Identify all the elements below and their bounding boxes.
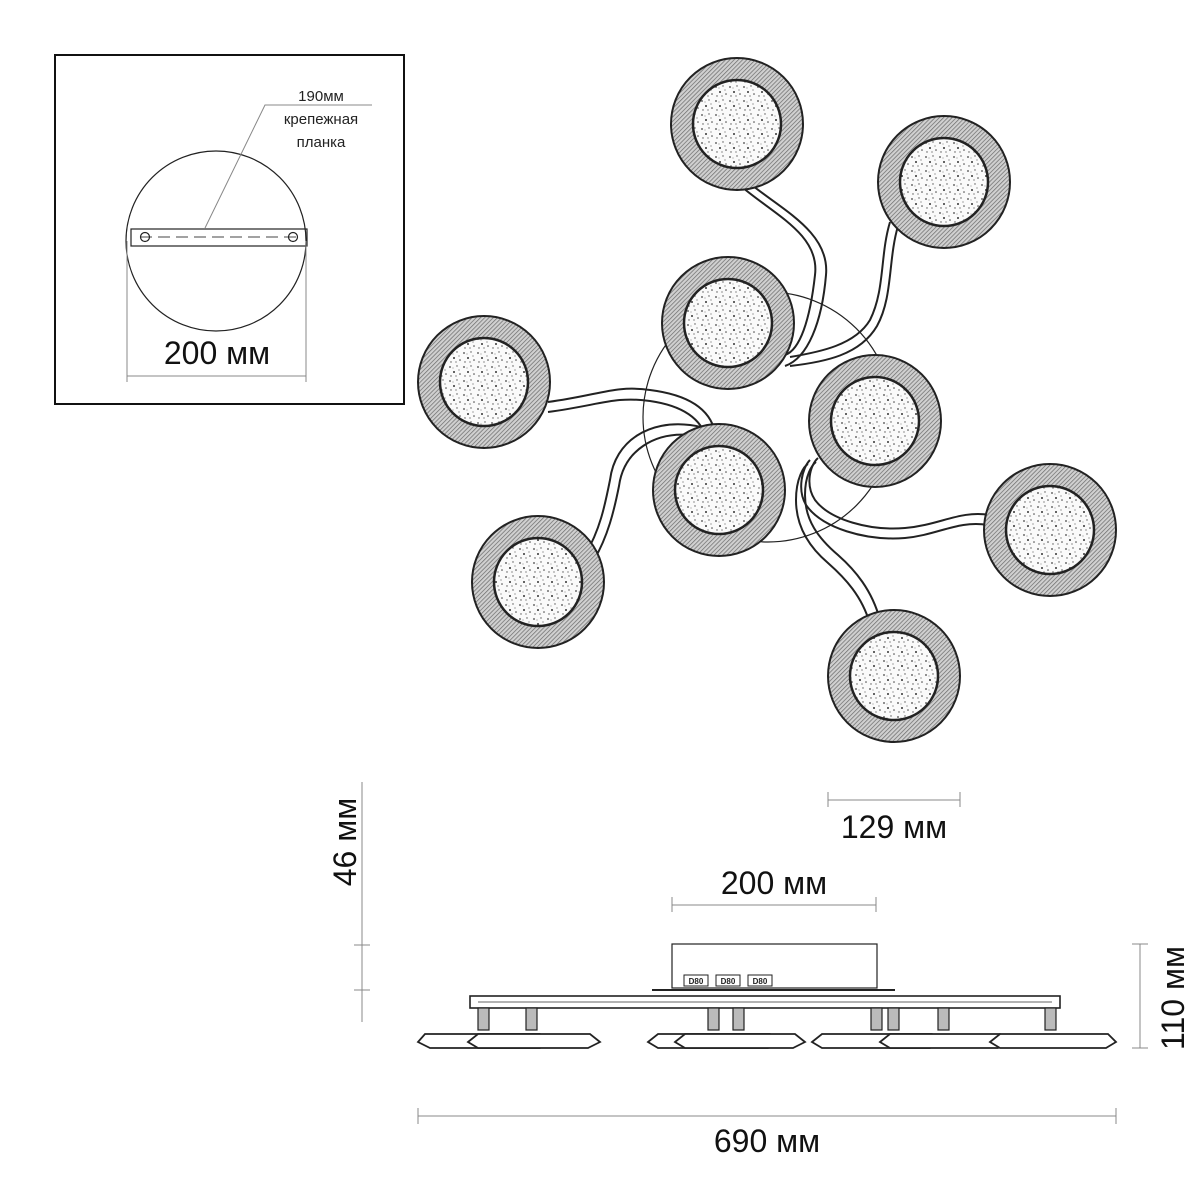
shade-5	[808, 354, 942, 488]
driver-mark-3: D80	[753, 977, 768, 986]
canopy-circle	[125, 150, 307, 332]
plate-leader-line	[204, 104, 372, 229]
shade-2	[877, 115, 1011, 249]
shade-4	[417, 315, 551, 449]
base-width-label: 200 мм	[721, 865, 827, 901]
shade-8	[983, 463, 1117, 597]
shade-7	[471, 515, 605, 649]
shade-diameter-label: 129 мм	[841, 809, 947, 845]
arms	[547, 181, 991, 625]
plate-label-size: 190мм	[298, 88, 344, 105]
plate-label-word2: планка	[297, 134, 346, 151]
shade-6	[652, 423, 786, 557]
stems	[477, 1007, 1057, 1031]
height-total-label: 110 мм	[1155, 946, 1191, 1050]
side-discs	[416, 1033, 1118, 1049]
driver-markings: D80 D80 D80	[683, 974, 773, 987]
mounting-inset: 190мм крепежная планка 200 мм	[54, 54, 405, 405]
plate-screw-hole-right	[287, 231, 299, 243]
driver-mark-2: D80	[721, 977, 736, 986]
top-view: 129 мм	[417, 57, 1117, 845]
plate-screw-hole-left	[139, 231, 151, 243]
mounting-plate	[130, 228, 308, 247]
shade-3	[661, 256, 795, 390]
inset-diameter-label: 200 мм	[164, 335, 270, 371]
inset-frame	[54, 54, 405, 405]
plate-label-word1: крепежная	[284, 111, 358, 128]
shade-1	[670, 57, 804, 191]
driver-mark-1: D80	[689, 977, 704, 986]
shade-9	[827, 609, 961, 743]
canopy-box	[671, 943, 878, 989]
height-small-label: 46 мм	[327, 798, 363, 886]
overall-width-label: 690 мм	[714, 1123, 820, 1159]
side-view: 46 мм 200 мм D80 D80 D80	[327, 782, 1191, 1159]
